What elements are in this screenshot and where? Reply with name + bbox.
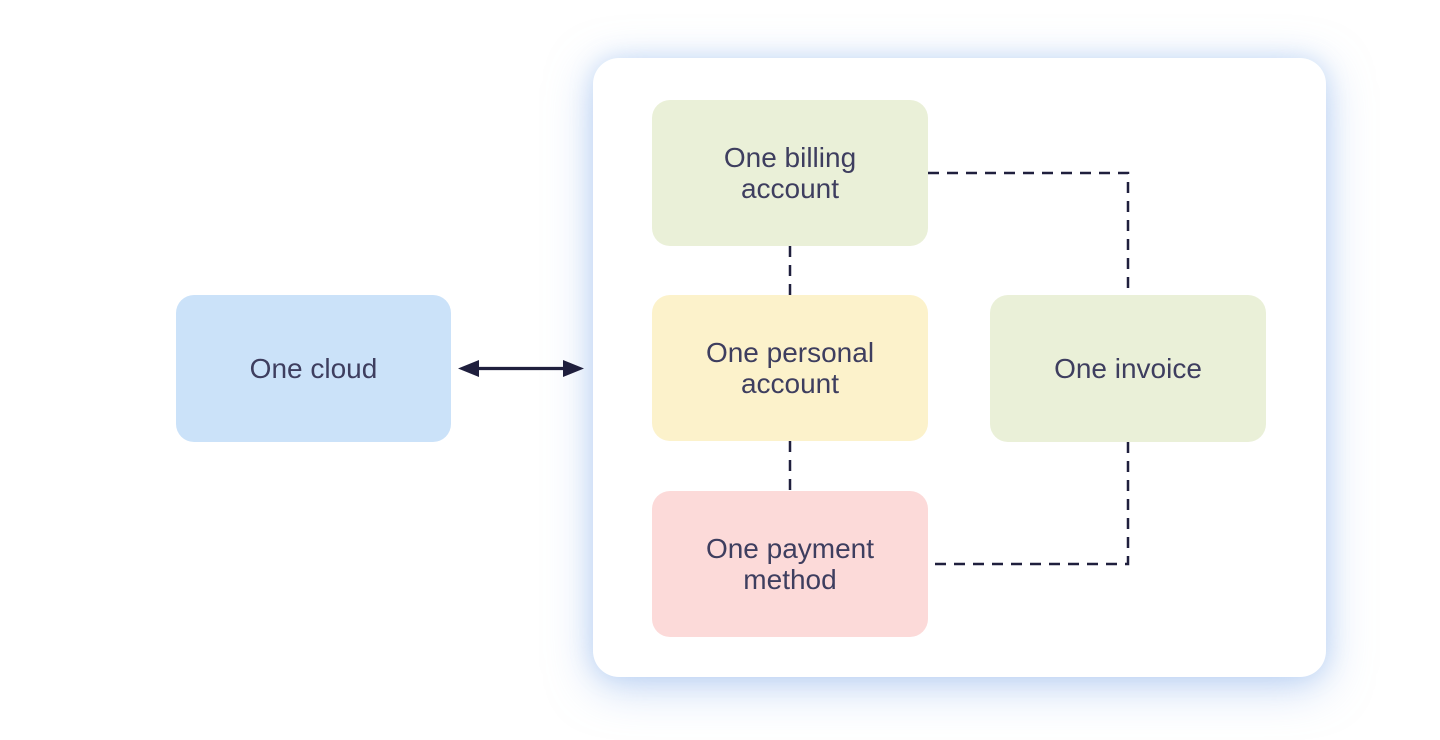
node-invoice-label: One invoice xyxy=(1054,352,1202,384)
node-payment-method: One payment method xyxy=(652,491,928,637)
arrow-right-head-icon xyxy=(563,360,584,377)
node-personal-account: One personal account xyxy=(652,295,928,441)
node-invoice: One invoice xyxy=(990,295,1266,442)
node-billing-account: One billing account xyxy=(652,100,928,246)
node-billing-account-label: One billing account xyxy=(723,141,857,204)
arrow-left-head-icon xyxy=(458,360,479,377)
node-cloud: One cloud xyxy=(176,295,451,442)
node-cloud-label: One cloud xyxy=(249,352,378,384)
node-payment-method-label: One payment method xyxy=(705,532,875,595)
node-personal-account-label: One personal account xyxy=(705,336,875,399)
